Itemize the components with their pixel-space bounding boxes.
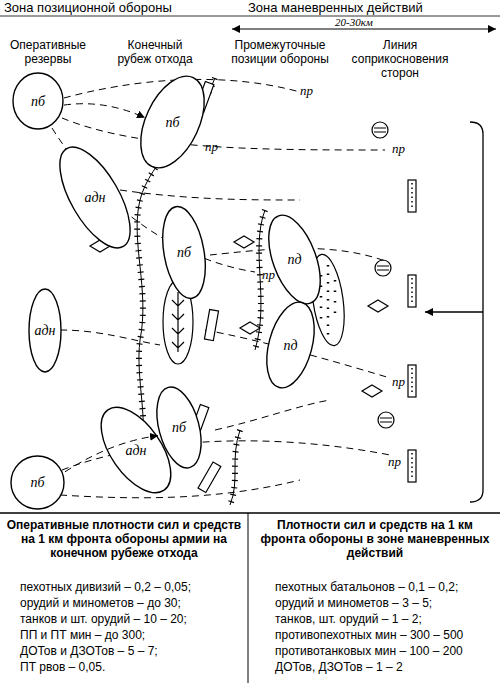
obstacle-mark: пр	[388, 455, 412, 469]
column-header: Промежуточные позиции обороны	[226, 38, 334, 66]
unit-oval: пб	[163, 205, 205, 300]
barrier-ticks	[230, 430, 240, 505]
unit-label: пб	[176, 245, 192, 260]
route-line	[60, 480, 300, 498]
unit-label: пб	[30, 94, 46, 109]
table-row: пехотных дивизий – 0,2 – 0,05;	[20, 580, 245, 594]
unit-oval: пд	[272, 212, 317, 307]
unit-oval: адн	[110, 400, 162, 500]
tank-diamond	[240, 322, 260, 334]
trench-symbol	[408, 180, 416, 212]
unit-label: адн	[33, 323, 56, 338]
trench-dot-line	[411, 453, 413, 480]
table-rule	[0, 512, 500, 514]
route-arrow	[64, 104, 145, 118]
strongpoint-mark	[380, 418, 392, 422]
unit-label: пб	[29, 475, 45, 490]
unit-label: пб	[164, 115, 180, 130]
route-line	[120, 190, 300, 200]
node-outline	[258, 297, 322, 393]
unit-label: пб	[171, 420, 187, 435]
tank-diamond	[362, 385, 382, 397]
node-outline	[258, 208, 330, 310]
trench-symbol	[408, 450, 416, 482]
obstacle-mark: пр	[392, 142, 416, 156]
table-row: ПП и ПТ мин – до 300;	[20, 628, 245, 642]
forest-tree	[172, 292, 184, 352]
unit-oval: адн	[70, 140, 120, 255]
table-divider	[248, 513, 249, 683]
minefield-dots	[327, 265, 330, 335]
table-row: ДОТов и ДЗОТов – 5 – 7;	[20, 644, 245, 658]
dimension: 20-30км	[335, 15, 415, 29]
table-row: пехотных батальонов – 0,1 – 0,2;	[275, 580, 497, 594]
node-outline	[46, 137, 144, 259]
obstacle-mark: пр	[262, 268, 286, 282]
tank-symbols	[90, 218, 388, 397]
table-row: противопехотных мин – 300 – 500	[275, 628, 497, 642]
node-outline	[128, 66, 217, 177]
obstacle-mark: пр	[205, 140, 229, 154]
unit-label: пд	[282, 338, 298, 353]
column-header: Конечный рубеж отхода	[110, 38, 200, 66]
tank-diamond	[368, 300, 388, 312]
contact-front	[425, 122, 483, 502]
trench-symbol	[204, 310, 218, 341]
table-row: противотанковых мин – 100 – 200	[275, 644, 497, 658]
trench-symbol	[198, 462, 221, 492]
reserve-circle: пб	[12, 72, 64, 130]
route-line	[60, 330, 160, 345]
trench-symbols	[176, 82, 416, 493]
unit-oval: пд	[268, 300, 313, 390]
tank-diamond	[234, 236, 254, 248]
front-arrow	[425, 311, 483, 312]
trench-dots	[411, 183, 413, 480]
unit-label: пд	[286, 252, 302, 267]
header-rule	[0, 16, 500, 17]
trench-dot-line	[411, 183, 413, 210]
obstacle-mark: пр	[300, 84, 324, 98]
node-outline	[13, 73, 63, 129]
barrier-line	[230, 430, 240, 505]
strongpoint-circle	[378, 412, 394, 428]
trench-symbol	[408, 365, 416, 397]
table-row: танков, шт. орудий – 1 – 2;	[275, 612, 497, 626]
minefield-dots	[321, 275, 335, 325]
unit-label: адн	[124, 443, 147, 458]
table-row: орудий и минометов – 3 – 5;	[275, 596, 497, 610]
strongpoint-mark	[377, 266, 389, 270]
trench-dot-line	[411, 368, 413, 395]
column-header: Оперативные резервы	[4, 38, 92, 66]
table-row: танков и шт. орудий – 10 – 20;	[20, 612, 245, 626]
table-row: ПТ рвов – 0,05.	[20, 660, 245, 674]
zone-title: Зона позиционной обороны	[4, 1, 234, 15]
obstacle-mark: пр	[392, 375, 416, 389]
unit-oval: пб	[145, 72, 200, 172]
table-heading: Оперативные плотности сил и средств на 1…	[5, 518, 243, 560]
route-line	[62, 118, 385, 150]
trench-dot-line	[411, 278, 413, 305]
node-outline	[87, 396, 184, 505]
table-row: орудий и минометов – до 30;	[20, 596, 245, 610]
unit-oval: адн	[28, 288, 62, 373]
reserve-circle: пб	[10, 455, 65, 510]
strongpoint-mark	[374, 128, 386, 132]
column-header: Линия соприкосновения сторон	[340, 38, 460, 80]
node-outline	[11, 456, 64, 509]
trench-symbol	[408, 275, 416, 307]
strongpoint-circle	[375, 260, 391, 276]
table-heading: Плотности сил и средств на 1 км фронта о…	[255, 518, 495, 560]
route-line	[215, 400, 330, 430]
strongpoint-circle	[372, 122, 388, 138]
node-outline	[29, 289, 61, 372]
node-outline	[156, 203, 212, 302]
zone-width-arrow	[232, 29, 496, 30]
strongpoint-symbols	[372, 122, 394, 428]
unit-label: адн	[83, 190, 106, 205]
zone-title: Зона маневренных действий	[248, 1, 498, 15]
table-row: ДОТов, ДЗОТов – 1 – 2	[275, 660, 497, 674]
